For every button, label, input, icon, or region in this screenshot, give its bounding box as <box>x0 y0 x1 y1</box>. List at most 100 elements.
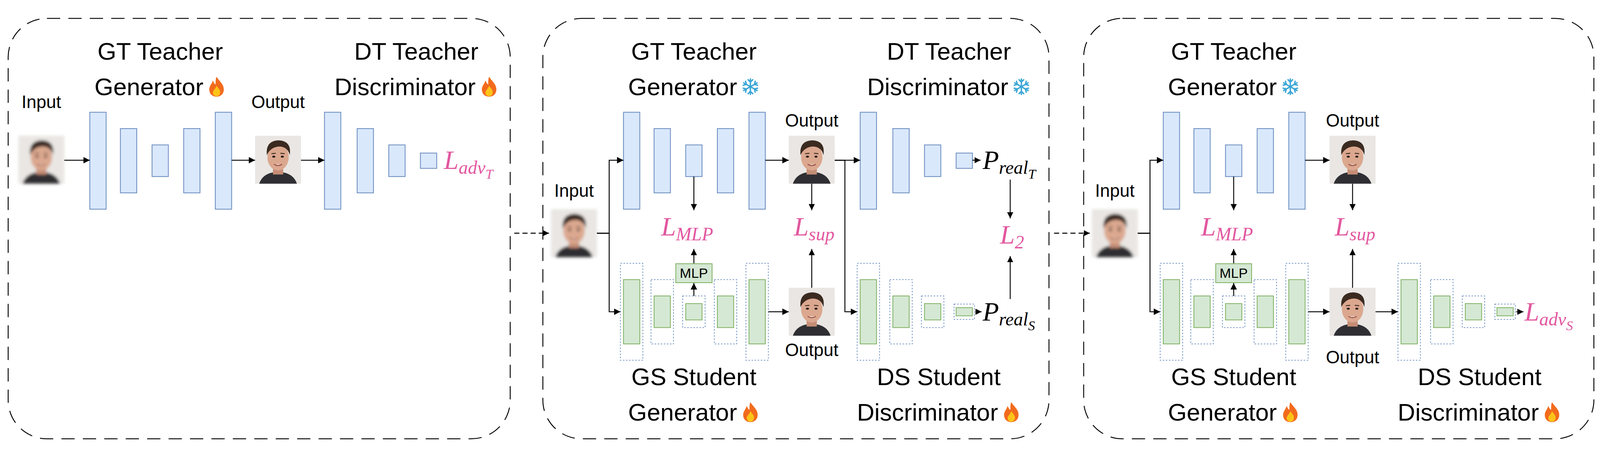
face-image <box>788 287 835 336</box>
math-subscript: S <box>1028 318 1036 334</box>
math-symbol: L <box>1524 296 1540 327</box>
heading-text: DT Teacher Discriminator <box>334 37 479 101</box>
math-subscript: S <box>1566 318 1573 334</box>
image-node: Output <box>1329 287 1376 336</box>
image-node: Output <box>255 135 302 184</box>
network-heading: GT Teacher Generator <box>67 33 253 105</box>
frozen-icon <box>1281 75 1300 98</box>
stage-panel <box>8 18 511 440</box>
image-caption: Output <box>1325 110 1380 131</box>
trainable-icon <box>741 401 760 423</box>
module-box: MLP <box>1215 263 1253 284</box>
image-caption: Input <box>554 180 594 202</box>
frozen-icon <box>1012 75 1031 98</box>
student-discriminator-layers <box>857 263 975 361</box>
face-image <box>1329 135 1376 184</box>
loss-term: PrealS <box>982 298 1036 325</box>
module-box: MLP <box>675 263 713 284</box>
loss-term: LadvT <box>443 146 494 174</box>
output-arrow <box>1516 311 1524 313</box>
stage-arrow <box>1054 232 1090 234</box>
loss-arrow <box>1233 176 1234 211</box>
network-block: DS Student Discriminator <box>857 263 976 361</box>
teacher-discriminator-layers <box>860 112 973 209</box>
caption-text: Output <box>251 91 305 113</box>
loss-arrows <box>514 160 1524 312</box>
math-subscript: sup <box>1349 223 1376 245</box>
network-block: GS Student GeneratorMLP <box>1160 263 1309 361</box>
loss-arrow <box>1009 179 1011 219</box>
arrow-connector <box>596 233 621 312</box>
arrow-connector <box>301 159 325 161</box>
image-node: Output <box>788 287 835 336</box>
teacher-generator-layers <box>89 112 232 209</box>
loss-term: L2 <box>1000 221 1025 248</box>
network-heading: DT Teacher Discriminator <box>856 33 1042 105</box>
teacher-generator-layers <box>1163 112 1306 209</box>
math-subscript: adv <box>1539 308 1566 330</box>
arrow-connector <box>765 159 789 161</box>
network-block: DT Teacher Discriminator <box>324 112 437 209</box>
loss-arrow <box>1352 183 1353 211</box>
loss-term: PrealT <box>982 146 1036 174</box>
network-block: DT Teacher Discriminator <box>860 112 973 209</box>
math-subscript: adv <box>458 157 486 178</box>
face-image <box>255 135 302 184</box>
math-symbol: P <box>982 296 999 327</box>
loss-arrow <box>811 248 813 288</box>
image-caption: Input <box>21 91 62 113</box>
heading-text: GS Student Generator <box>628 363 757 426</box>
math-symbol: L <box>443 145 459 175</box>
output-arrow <box>972 159 981 161</box>
math-symbol: L <box>661 211 677 242</box>
math-subscript: T <box>1028 166 1036 182</box>
network-heading: DS Student Discriminator <box>1386 359 1573 431</box>
image-caption: Output <box>785 339 839 361</box>
caption-text: Input <box>554 180 594 202</box>
arrow-connector <box>768 311 790 313</box>
loss-term: LMLP <box>1201 213 1254 240</box>
network-block: GT Teacher Generator <box>623 112 766 209</box>
face-image <box>788 135 835 184</box>
network-block: GS Student GeneratorMLP <box>620 263 769 361</box>
loss-term: Lsup <box>1334 213 1376 240</box>
math-subscript: T <box>485 166 494 182</box>
network-block: DS Student Discriminator <box>1397 263 1517 361</box>
loss-arrow <box>811 183 813 211</box>
arrow-connector <box>1233 283 1234 296</box>
network-heading: DS Student Discriminator <box>845 359 1032 431</box>
math-subscript: real <box>998 308 1028 330</box>
caption-text: Output <box>1325 110 1380 131</box>
network-heading: DT Teacher Discriminator <box>323 33 510 105</box>
arrow-connector <box>231 159 255 161</box>
math-subscript: MLP <box>676 223 714 245</box>
math-symbol: P <box>982 145 999 175</box>
arrow-connector <box>1137 233 1161 312</box>
loss-arrow <box>1233 248 1234 263</box>
network-block: GT Teacher Generator <box>89 112 232 209</box>
heading-text: GS Student Generator <box>1167 363 1296 426</box>
trainable-icon <box>1542 401 1562 423</box>
stage-panels <box>8 18 1594 440</box>
heading-text: GT Teacher Generator <box>94 37 223 101</box>
stage-arrow <box>514 232 549 234</box>
image-caption: Input <box>1095 180 1135 202</box>
student-discriminator-layers <box>1397 263 1516 361</box>
network-block: GT Teacher Generator <box>1163 112 1306 209</box>
frozen-icon <box>741 75 760 98</box>
caption-text: Input <box>21 91 62 113</box>
image-node: Output <box>1329 135 1376 184</box>
stage-panel <box>542 18 1049 440</box>
arrow-connector <box>1375 311 1398 313</box>
trainable-icon <box>479 75 499 98</box>
arrow-connector <box>64 159 90 161</box>
math-subscript: sup <box>808 223 835 245</box>
output-arrow <box>975 311 982 313</box>
loss-term: LadvS <box>1524 298 1573 325</box>
loss-term: Lsup <box>793 213 835 240</box>
image-node: Input <box>18 135 65 184</box>
heading-text: DS Student Discriminator <box>1397 363 1542 426</box>
image-node: Input <box>551 209 598 258</box>
loss-arrow <box>693 248 695 263</box>
network-layers <box>89 112 1516 361</box>
